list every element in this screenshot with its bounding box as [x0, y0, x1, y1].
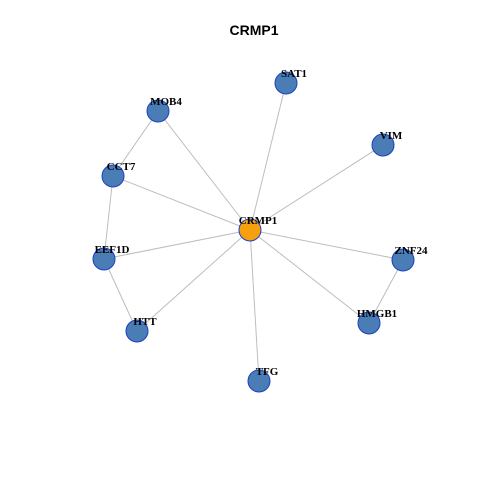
edge-crmp1-cct7 — [112, 175, 251, 231]
graph-title: CRMP1 — [229, 22, 278, 38]
node-label-sat1: SAT1 — [281, 68, 307, 80]
edge-crmp1-vim — [249, 144, 384, 231]
node-htt[interactable] — [125, 319, 149, 343]
edge-crmp1-tfg — [249, 229, 260, 382]
edge-mob4-cct7 — [112, 110, 159, 177]
edge-znf24-hmgb1 — [368, 259, 404, 324]
edge-eef1d-htt — [103, 258, 138, 332]
edge-cct7-eef1d — [103, 175, 114, 260]
node-eef1d[interactable] — [92, 247, 116, 271]
edge-crmp1-znf24 — [249, 229, 404, 261]
node-label-crmp1: CRMP1 — [239, 215, 278, 227]
node-label-vim: VIM — [380, 130, 403, 142]
node-znf24[interactable] — [391, 248, 415, 272]
node-label-cct7: CCT7 — [107, 161, 136, 173]
node-label-tfg: TFG — [256, 366, 279, 378]
edge-crmp1-hmgb1 — [249, 229, 370, 324]
node-tfg[interactable] — [247, 369, 271, 393]
node-label-eef1d: EEF1D — [95, 244, 130, 256]
edge-crmp1-sat1 — [249, 82, 287, 231]
edge-crmp1-eef1d — [103, 229, 251, 260]
node-hmgb1[interactable] — [357, 311, 381, 335]
edge-crmp1-mob4 — [157, 110, 251, 231]
node-mob4[interactable] — [146, 99, 170, 123]
node-label-mob4: MOB4 — [150, 96, 182, 108]
node-label-htt: HTT — [133, 316, 157, 328]
node-label-hmgb1: HMGB1 — [357, 308, 397, 320]
node-label-znf24: ZNF24 — [395, 245, 429, 257]
node-crmp1[interactable] — [238, 218, 262, 242]
node-vim[interactable] — [371, 133, 395, 157]
edge-layer — [103, 82, 404, 382]
node-layer — [92, 71, 415, 393]
node-sat1[interactable] — [274, 71, 298, 95]
edge-crmp1-htt — [136, 229, 251, 332]
node-cct7[interactable] — [101, 164, 125, 188]
